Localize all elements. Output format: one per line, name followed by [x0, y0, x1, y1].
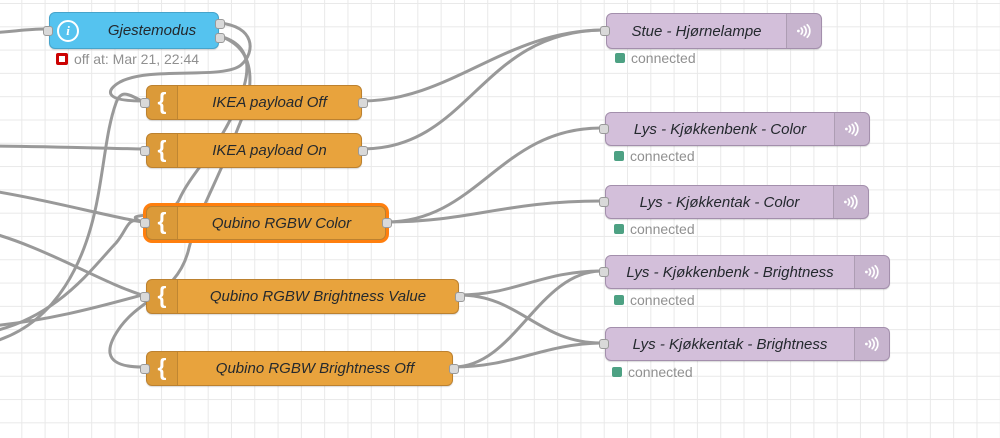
node-lys-kjokkentak-color[interactable]: Lys - Kjøkkentak - Color [599, 185, 869, 219]
output-port[interactable] [358, 145, 368, 156]
node-label: Gjestemodus [107, 22, 197, 39]
radio-waves-icon [854, 328, 889, 360]
json-brace-icon: { [147, 134, 178, 167]
info-icon-glyph: i [66, 23, 70, 38]
brace-glyph: { [157, 135, 167, 162]
input-port[interactable] [43, 25, 53, 36]
json-brace-icon: { [147, 280, 178, 313]
node-stue-hjornelampe[interactable]: Stue - Hjørnelampe [600, 13, 822, 49]
input-port[interactable] [140, 218, 150, 228]
node-lys-kjokkenbenk-color[interactable]: Lys - Kjøkkenbenk - Color [599, 112, 870, 146]
node-label: Qubino RGBW Color [211, 214, 352, 232]
node-qubino-rgbw-brightness-value[interactable]: { Qubino RGBW Brightness Value [140, 279, 465, 314]
radio-waves-icon [786, 14, 821, 48]
input-port[interactable] [140, 363, 150, 374]
output-port-2[interactable] [215, 33, 225, 43]
status-connected-icon [614, 224, 624, 234]
node-label: Lys - Kjøkkentak - Color [639, 193, 800, 211]
wire[interactable] [457, 293, 603, 345]
wire[interactable] [0, 27, 47, 34]
status-text: connected [630, 148, 695, 164]
output-port[interactable] [382, 218, 392, 228]
brace-glyph: { [157, 281, 167, 308]
info-icon: i [50, 13, 86, 48]
json-brace-icon: { [147, 207, 178, 239]
brace-glyph: { [157, 353, 167, 380]
status-connected-icon [612, 367, 622, 377]
wire[interactable] [360, 28, 604, 103]
input-port[interactable] [140, 97, 150, 108]
output-port[interactable] [455, 291, 465, 302]
wire[interactable] [0, 219, 144, 334]
node-label: Lys - Kjøkkentak - Brightness [632, 335, 828, 353]
node-label: IKEA payload On [212, 142, 327, 159]
node-status: off at: Mar 21, 22:44 [56, 51, 199, 67]
input-port[interactable] [140, 145, 150, 156]
wire[interactable] [0, 293, 144, 327]
output-port[interactable] [449, 363, 459, 374]
node-label: Qubino RGBW Brightness Off [215, 360, 415, 377]
status-text: connected [630, 292, 695, 308]
node-qubino-rgbw-brightness-off[interactable]: { Qubino RGBW Brightness Off [140, 351, 459, 386]
wire[interactable] [0, 144, 144, 151]
node-lys-kjokkentak-brightness[interactable]: Lys - Kjøkkentak - Brightness [599, 327, 890, 361]
node-ikea-payload-off[interactable]: { IKEA payload Off [140, 85, 368, 120]
wire[interactable] [384, 199, 603, 224]
status-off-ring-icon [56, 53, 68, 65]
status-connected-icon [614, 295, 624, 305]
wire[interactable] [451, 269, 603, 369]
input-port[interactable] [600, 26, 610, 36]
output-port-1[interactable] [215, 19, 225, 29]
node-ikea-payload-on[interactable]: { IKEA payload On [140, 133, 368, 168]
node-label: Qubino RGBW Brightness Value [209, 288, 427, 305]
output-port[interactable] [358, 97, 368, 108]
node-status: connected [615, 50, 696, 66]
node-lys-kjokkenbenk-brightness[interactable]: Lys - Kjøkkenbenk - Brightness [599, 255, 890, 289]
node-status: connected [612, 364, 693, 380]
input-port[interactable] [599, 197, 609, 207]
wire[interactable] [384, 126, 603, 224]
status-connected-icon [615, 53, 625, 63]
brace-glyph: { [157, 87, 167, 114]
radio-waves-icon [854, 256, 889, 288]
wire[interactable] [457, 269, 603, 297]
status-text: connected [628, 364, 693, 380]
node-status: connected [614, 221, 695, 237]
input-port[interactable] [599, 339, 609, 349]
wire[interactable] [0, 92, 144, 345]
node-gjestemodus[interactable]: i Gjestemodus [43, 12, 225, 49]
input-port[interactable] [599, 124, 609, 134]
wire[interactable] [109, 21, 252, 103]
wire[interactable] [0, 189, 144, 224]
node-label: Lys - Kjøkkenbenk - Brightness [626, 263, 834, 281]
json-brace-icon: { [147, 86, 178, 119]
wire[interactable] [360, 28, 604, 151]
node-qubino-rgbw-color[interactable]: { Qubino RGBW Color [140, 206, 392, 240]
brace-glyph: { [157, 208, 167, 234]
json-brace-icon: { [147, 352, 178, 385]
node-status: connected [614, 292, 695, 308]
input-port[interactable] [140, 291, 150, 302]
wire[interactable] [451, 341, 603, 369]
status-connected-icon [614, 151, 624, 161]
node-label: Lys - Kjøkkenbenk - Color [633, 120, 807, 138]
node-status: connected [614, 148, 695, 164]
node-label: Stue - Hjørnelampe [631, 22, 762, 40]
input-port[interactable] [599, 267, 609, 277]
radio-waves-icon [833, 186, 868, 218]
wire[interactable] [0, 230, 144, 297]
node-label: IKEA payload Off [212, 94, 327, 111]
status-text: off at: Mar 21, 22:44 [74, 51, 200, 67]
status-text: connected [631, 50, 696, 66]
status-text: connected [630, 221, 695, 237]
radio-waves-icon [834, 113, 869, 145]
